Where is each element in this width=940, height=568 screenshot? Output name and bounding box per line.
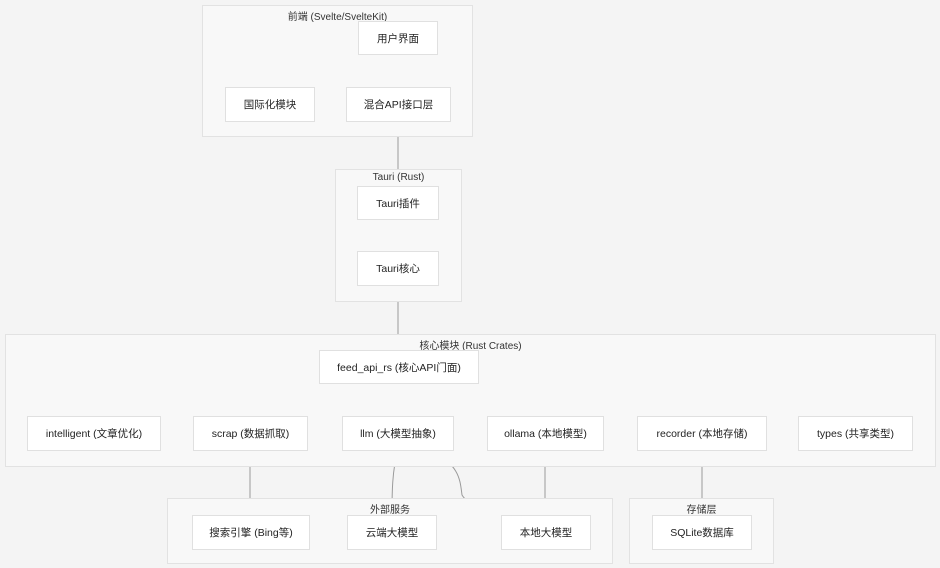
node-sqlite[interactable]: SQLite数据库 xyxy=(652,515,752,550)
node-types[interactable]: types (共享类型) xyxy=(798,416,913,451)
node-tauri-plugin[interactable]: Tauri插件 xyxy=(357,186,439,220)
group-frontend-label: 前端 (Svelte/SvelteKit) xyxy=(287,12,388,23)
group-tauri-label: Tauri (Rust) xyxy=(372,172,425,183)
group-external-label: 外部服务 xyxy=(370,505,410,516)
node-i18n[interactable]: 国际化模块 xyxy=(225,87,315,122)
node-scrap[interactable]: scrap (数据抓取) xyxy=(193,416,308,451)
node-intelligent[interactable]: intelligent (文章优化) xyxy=(27,416,161,451)
node-llm[interactable]: llm (大模型抽象) xyxy=(342,416,454,451)
group-core-label: 核心模块 (Rust Crates) xyxy=(419,341,522,352)
node-ui[interactable]: 用户界面 xyxy=(358,21,438,55)
node-local-llm[interactable]: 本地大模型 xyxy=(501,515,591,550)
node-tauri-core[interactable]: Tauri核心 xyxy=(357,251,439,286)
node-recorder[interactable]: recorder (本地存储) xyxy=(637,416,767,451)
node-ollama[interactable]: ollama (本地模型) xyxy=(487,416,604,451)
group-storage-label: 存储层 xyxy=(686,505,717,516)
node-search-engine[interactable]: 搜索引擎 (Bing等) xyxy=(192,515,310,550)
node-cloud-llm[interactable]: 云端大模型 xyxy=(347,515,437,550)
node-feed-api[interactable]: feed_api_rs (核心API门面) xyxy=(319,350,479,384)
node-hybrid-api[interactable]: 混合API接口层 xyxy=(346,87,451,122)
